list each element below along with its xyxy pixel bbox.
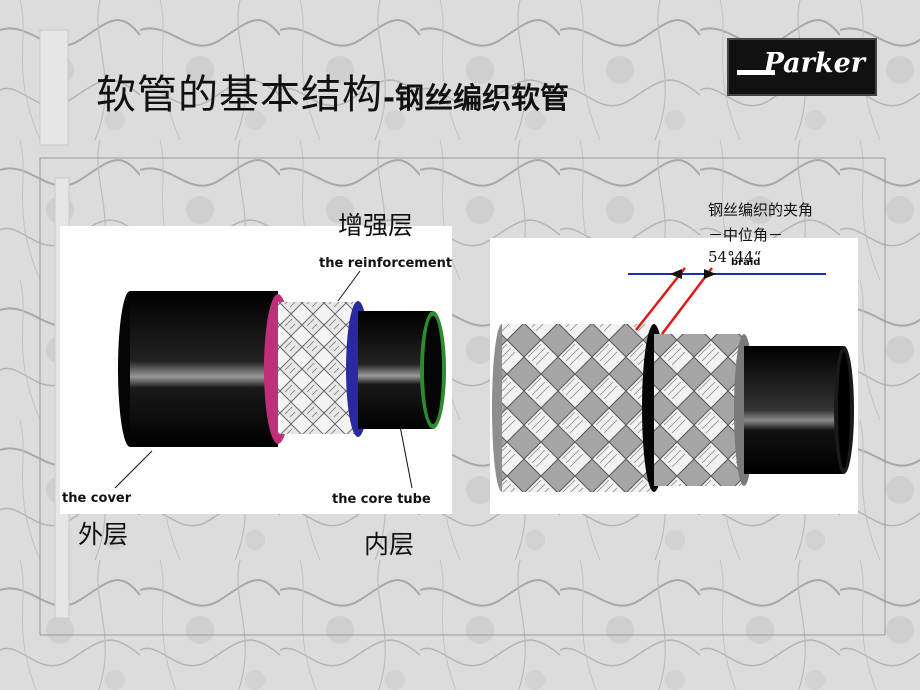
page-title: 软管的基本结构-钢丝编织软管 [96,62,569,120]
braid-angle-panel [490,238,858,514]
label-reinforcement-cn: 增强层 [338,211,414,240]
hose-cutaway-drawing [114,270,446,489]
hose-cutaway-panel [60,226,452,514]
braid-angle-note-line2: －中位角－ [708,226,784,244]
braid-angle-value: 54°44“ [708,248,762,266]
logo-dash [737,70,775,75]
label-cover-cn: 外层 [78,520,129,549]
title-sub: -钢丝编织软管 [383,81,570,115]
braid-angle-subscript: braid [731,257,761,268]
braid-angle-drawing [492,267,854,492]
label-core-cn: 内层 [364,530,415,559]
logo-text: Parker [763,48,865,79]
label-cover-en: the cover [62,491,132,506]
title-main: 软管的基本结构 [96,72,383,118]
braid-angle-note-line1: 钢丝编织的夹角 [708,201,814,219]
label-core-en: the core tube [332,492,431,507]
label-reinforcement-en: the reinforcement [319,256,453,271]
parker-logo: Parker [727,38,877,96]
